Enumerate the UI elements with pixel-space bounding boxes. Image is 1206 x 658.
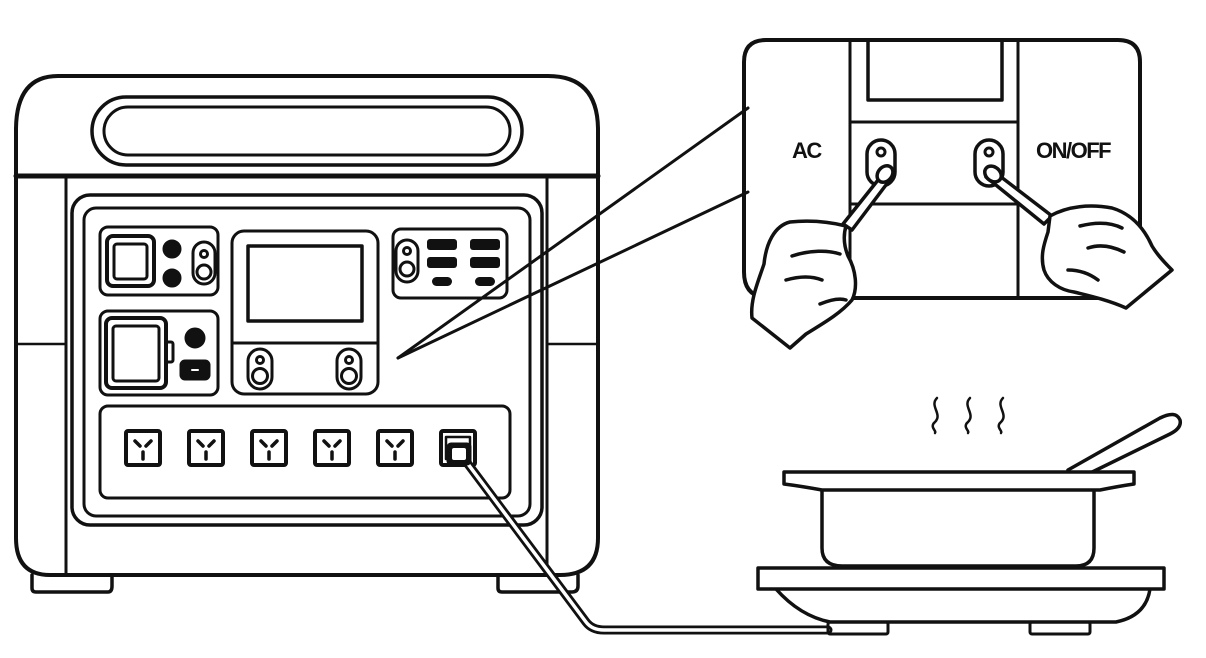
zoom-callout: AC ON/OFF bbox=[742, 38, 1174, 350]
dc-button-ring bbox=[195, 263, 213, 281]
callout-screen bbox=[866, 38, 1004, 102]
anderson-port-inner bbox=[111, 324, 161, 383]
ac-button-light bbox=[255, 355, 265, 365]
aux-module bbox=[98, 309, 220, 397]
hand-pressing-ac bbox=[749, 164, 895, 350]
usb-module bbox=[391, 227, 509, 300]
front-panel-outer bbox=[70, 193, 544, 527]
usb-port bbox=[470, 239, 500, 250]
ac-button-label: AC bbox=[792, 138, 822, 163]
callout-pointer bbox=[396, 106, 750, 360]
ac-outlet[interactable] bbox=[187, 429, 225, 467]
pot-body bbox=[820, 482, 1096, 568]
dc-button[interactable] bbox=[191, 240, 217, 286]
dc-jack-1 bbox=[162, 239, 182, 259]
callout-display-frame bbox=[848, 38, 1020, 124]
dc-jack-2 bbox=[162, 268, 182, 288]
ac-button[interactable] bbox=[246, 347, 274, 391]
carry-handle bbox=[90, 95, 524, 167]
usb-button-ring bbox=[398, 260, 416, 278]
power-button-light bbox=[344, 355, 354, 365]
callout-power-light bbox=[983, 146, 995, 158]
carry-handle-inner bbox=[102, 105, 512, 157]
aux-jack bbox=[184, 327, 206, 349]
cooker-foot-right bbox=[1028, 620, 1092, 636]
usb-button[interactable] bbox=[394, 238, 420, 284]
ac-outlets bbox=[124, 429, 477, 467]
power-button[interactable] bbox=[335, 347, 363, 391]
foot-right bbox=[496, 573, 580, 594]
dc-button-light bbox=[199, 249, 209, 259]
ac-outlet[interactable] bbox=[250, 429, 288, 467]
usb-port bbox=[427, 239, 457, 250]
usb-port bbox=[427, 257, 457, 268]
cooker-foot-left bbox=[826, 620, 890, 636]
cooking-pot bbox=[782, 412, 1183, 568]
power-button-ring bbox=[340, 367, 358, 385]
power-station bbox=[13, 74, 601, 594]
front-panel-inner bbox=[82, 206, 532, 518]
induction-cooker bbox=[756, 566, 1166, 636]
car-port-inner bbox=[112, 242, 149, 281]
hand-pressing-power bbox=[983, 164, 1174, 310]
usb-c-port bbox=[432, 277, 452, 286]
pot-rim bbox=[782, 470, 1136, 492]
callout-power-button[interactable] bbox=[973, 138, 1005, 188]
steam-wisp bbox=[964, 396, 972, 435]
ac-button-ring bbox=[251, 367, 269, 385]
power-cord bbox=[457, 451, 833, 635]
anderson-tab bbox=[164, 340, 175, 364]
steam-wisp bbox=[931, 396, 939, 435]
car-port bbox=[105, 234, 156, 288]
dc-module bbox=[98, 225, 220, 297]
steam-wisp bbox=[997, 396, 1005, 435]
usb-button-light bbox=[402, 246, 412, 256]
anderson-port bbox=[104, 316, 168, 390]
cooker-top bbox=[756, 566, 1166, 591]
spoon-handle bbox=[1066, 412, 1183, 480]
display-module bbox=[230, 229, 380, 396]
ac-outlet[interactable] bbox=[124, 429, 162, 467]
ac-outlet-strip bbox=[98, 404, 512, 500]
usb-port bbox=[470, 257, 500, 268]
foot-left bbox=[30, 573, 114, 594]
ac-outlet[interactable] bbox=[376, 429, 414, 467]
station-body bbox=[14, 74, 600, 577]
lcd-screen bbox=[246, 244, 364, 323]
callout-ac-light bbox=[875, 146, 887, 158]
power-button-label: ON/OFF bbox=[1036, 138, 1111, 163]
cooker-base bbox=[774, 587, 1152, 624]
power-cord-core bbox=[460, 454, 830, 632]
usb-c-port bbox=[475, 277, 495, 286]
callout-button-panel bbox=[848, 120, 1020, 206]
steam bbox=[931, 396, 1005, 435]
ac-outlet[interactable] bbox=[313, 429, 351, 467]
usb-ports bbox=[427, 239, 500, 286]
